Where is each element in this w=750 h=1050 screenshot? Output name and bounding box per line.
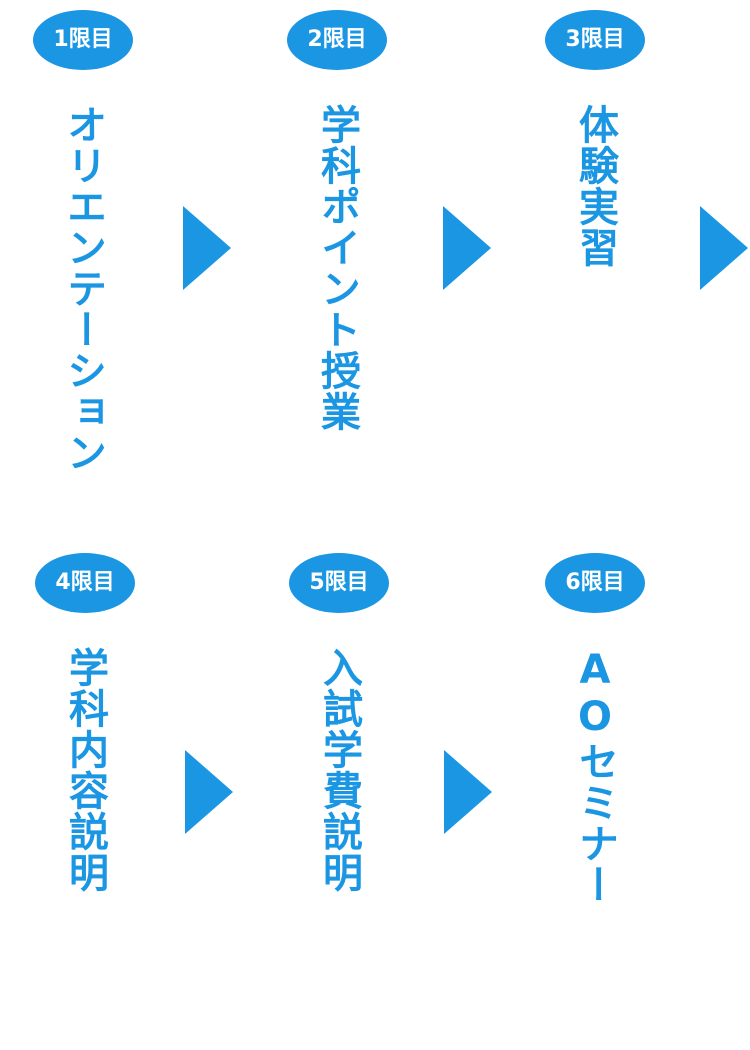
- period-badge: 4限目: [35, 553, 135, 613]
- period-title: 体験実習: [572, 104, 618, 268]
- period-badge: 2限目: [287, 10, 387, 70]
- period-title: 学科内容説明: [62, 647, 108, 893]
- arrow-right-icon: [444, 750, 492, 834]
- period-title: AOセミナー: [572, 647, 618, 905]
- period-title: 学科ポイント授業: [314, 104, 360, 432]
- arrow-right-icon: [700, 206, 748, 290]
- period-badge: 1限目: [33, 10, 133, 70]
- period-title: 入試学費説明: [316, 647, 362, 893]
- period-badge: 6限目: [545, 553, 645, 613]
- arrow-right-icon: [183, 206, 231, 290]
- period-title: オリエンテーション: [60, 104, 106, 473]
- arrow-right-icon: [443, 206, 491, 290]
- arrow-right-icon: [185, 750, 233, 834]
- period-badge: 5限目: [289, 553, 389, 613]
- period-badge: 3限目: [545, 10, 645, 70]
